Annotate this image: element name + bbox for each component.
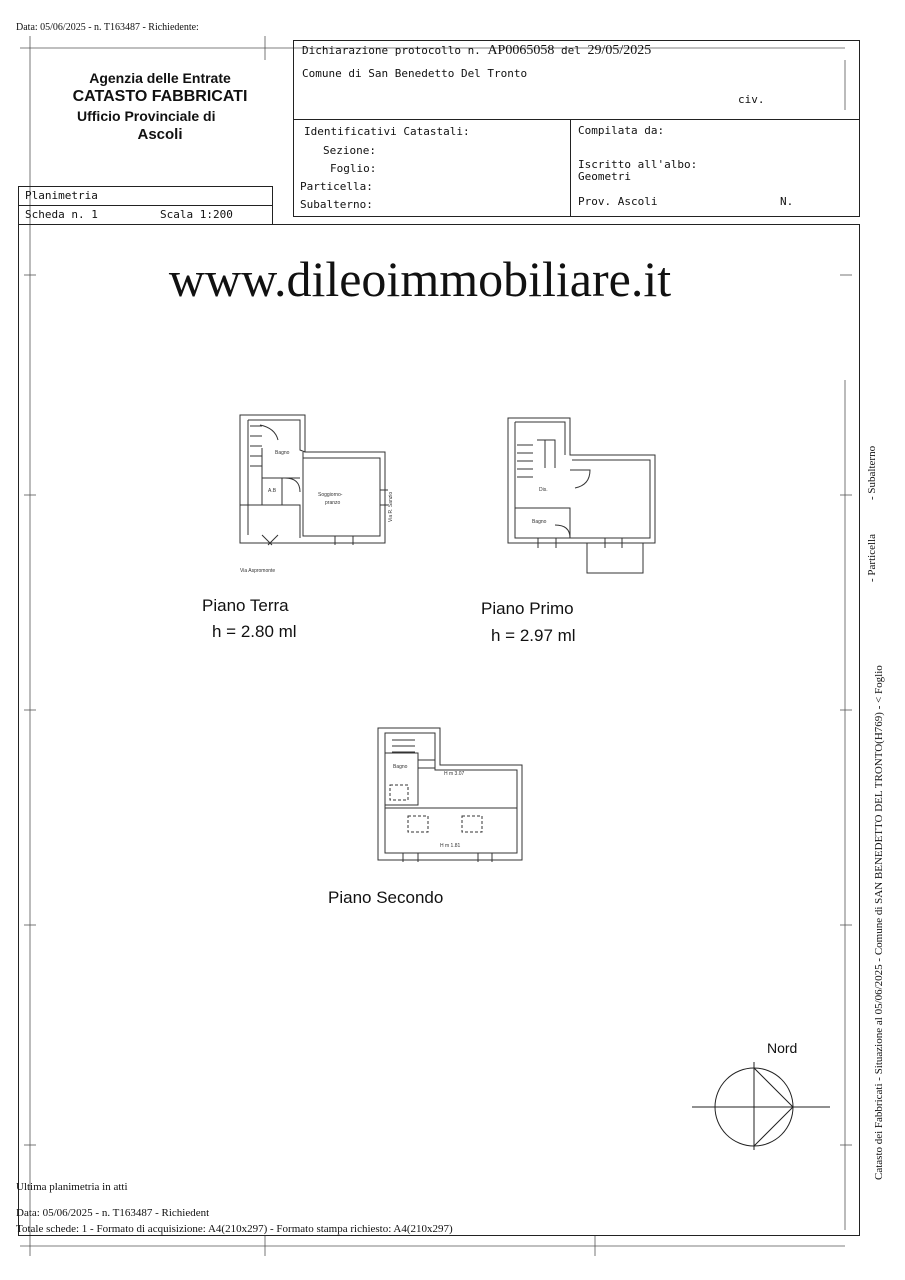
floor-name-primo: Piano Primo	[481, 599, 574, 618]
del-label: del	[560, 44, 581, 57]
footer-totale: Totale schede: 1 - Formato di acquisizio…	[16, 1223, 453, 1235]
floor-name-secondo: Piano Secondo	[328, 888, 444, 907]
prov-label: Prov.	[578, 195, 612, 208]
catasto-title: CATASTO FABBRICATI	[72, 88, 248, 105]
watermark: www.dileoimmobiliare.it	[168, 251, 672, 307]
comune-label: Comune di San Benedetto Del Tronto	[302, 67, 528, 80]
agency-name: Agenzia delle Entrate	[89, 70, 231, 86]
subalterno-label: Subalterno:	[300, 198, 373, 211]
agency-block: Agenzia delle Entrate CATASTO FABBRICATI…	[40, 70, 280, 143]
ufficio-label: Ufficio Provinciale di	[77, 108, 216, 124]
identificativi-title: Identificativi Catastali:	[304, 125, 470, 138]
plan-label-bagno-pp: Bagno	[532, 519, 547, 525]
compilata-box	[570, 119, 860, 217]
protocol-line: Dichiarazione protocollo n. AP0065058 de…	[302, 43, 651, 59]
protocol-label: Dichiarazione protocollo n.	[302, 44, 481, 57]
protocol-number: AP0065058	[487, 43, 555, 58]
plan-label-via-sanzio: Via R. Sanzio	[388, 492, 394, 522]
plan-label-soggiorno: Soggiorno-	[318, 492, 343, 498]
civ-label: civ.	[738, 93, 765, 106]
foglio-label: Foglio:	[330, 162, 377, 175]
north-label: Nord	[767, 1040, 798, 1056]
floor-height-terra: h = 2.80 ml	[212, 622, 297, 641]
plan-label-bagno-pt: Bagno	[275, 450, 290, 456]
scala-label: Scala 1:200	[160, 208, 233, 221]
protocol-date: 29/05/2025	[587, 43, 652, 58]
prov-value: Ascoli	[617, 195, 658, 208]
particella-label: Particella:	[300, 180, 373, 193]
compilata-title: Compilata da:	[578, 124, 665, 137]
plan-label-via-aspromonte: Via Aspromonte	[240, 568, 275, 574]
provincia-label: Ascoli	[137, 126, 183, 143]
sezione-label: Sezione:	[323, 144, 376, 157]
plan-label-bagno-ps: Bagno	[393, 764, 408, 770]
plan-label-dis: Dis.	[539, 487, 548, 493]
plan-label-hm1: H m 3.07	[444, 771, 465, 777]
iscritto-label: Iscritto all'albo:	[578, 158, 698, 171]
footer-data-line: Data: 05/06/2025 - n. T163487 - Richiede…	[16, 1207, 210, 1219]
request-info-line: Data: 05/06/2025 - n. T163487 - Richiede…	[16, 22, 199, 33]
scheda-label: Scheda n. 1	[25, 208, 98, 221]
floor-name-terra: Piano Terra	[202, 596, 289, 615]
plan-label-pranzo: pranzo	[325, 500, 341, 506]
planimetria-title: Planimetria	[25, 189, 98, 202]
floor-height-primo: h = 2.97 ml	[491, 626, 576, 645]
footer-ultima: Ultima planimetria in atti	[16, 1181, 128, 1193]
n-label: N.	[780, 195, 794, 208]
albo-value: Geometri	[578, 170, 631, 183]
plan-label-ab: A.B	[268, 488, 277, 494]
plan-label-hm2: H m 1.81	[440, 843, 461, 849]
provincia-row: Prov. Ascoli	[578, 195, 658, 208]
side-particella-text: - Particella	[866, 534, 878, 582]
side-subalterno-text: - Subalterno	[866, 445, 878, 500]
side-catasto-text: Catasto dei Fabbricati - Situazione al 0…	[873, 665, 885, 1180]
drawing-frame	[18, 224, 860, 1236]
